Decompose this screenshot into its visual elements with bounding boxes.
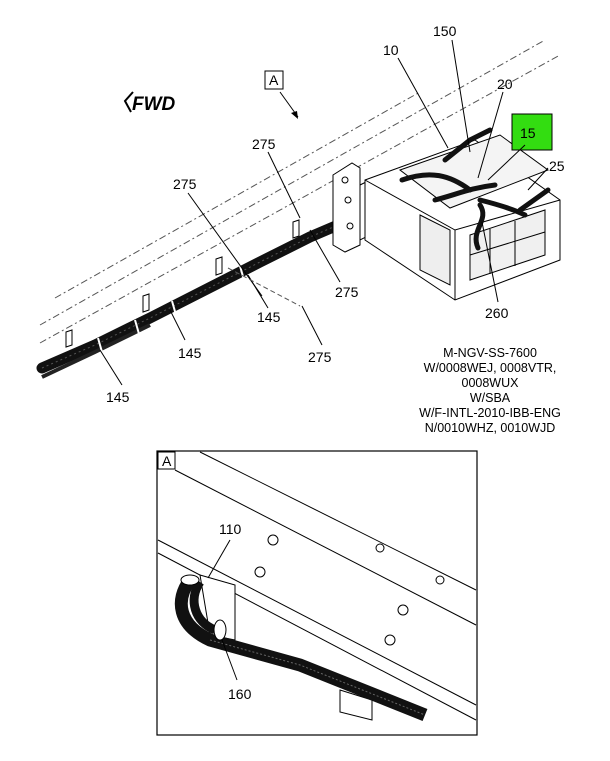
frame-rail-outline xyxy=(39,39,561,344)
battery-tray xyxy=(364,134,561,301)
view-a-marker-label: A xyxy=(269,72,279,88)
note-line-2: W/0008WEJ, 0008VTR, xyxy=(424,361,557,375)
callout-145-a: 145 xyxy=(257,309,281,325)
fwd-label: FWD xyxy=(132,94,176,115)
clip-dashed-leader xyxy=(227,267,301,307)
callout-15: 15 xyxy=(520,125,536,141)
fwd-arrow: FWD xyxy=(123,91,176,115)
view-a-marker: A xyxy=(264,70,299,119)
harness-clips xyxy=(65,219,300,348)
callout-275-d: 275 xyxy=(308,349,332,365)
wire-harness xyxy=(36,216,351,379)
note-line-3: 0008WUX xyxy=(462,376,520,390)
note-line-1: M-NGV-SS-7600 xyxy=(443,346,537,360)
harness-ties xyxy=(97,265,245,353)
callout-260: 260 xyxy=(485,305,509,321)
note-line-5: W/F-INTL-2010-IBB-ENG xyxy=(419,406,561,420)
callout-15-highlight: 15 xyxy=(511,113,553,151)
battery-cables xyxy=(399,127,551,251)
leader-lines-upper xyxy=(99,39,549,386)
detail-a-panel: A 110 160 xyxy=(156,450,478,736)
callout-145-b: 145 xyxy=(178,345,202,361)
callout-145-c: 145 xyxy=(106,389,130,405)
callout-275-b: 275 xyxy=(173,176,197,192)
callout-150: 150 xyxy=(433,23,457,39)
detail-a-label: A xyxy=(162,453,172,469)
applicability-note: M-NGV-SS-7600 W/0008WEJ, 0008VTR, 0008WU… xyxy=(419,346,561,435)
callout-20: 20 xyxy=(497,76,513,92)
callout-10: 10 xyxy=(383,42,399,58)
callout-25: 25 xyxy=(549,158,565,174)
note-line-4: W/SBA xyxy=(470,391,511,405)
callout-275-c: 275 xyxy=(335,284,359,300)
callout-110: 110 xyxy=(219,521,242,537)
callout-160: 160 xyxy=(228,686,252,702)
callout-275-a: 275 xyxy=(252,136,276,152)
note-line-6: N/0010WHZ, 0010WJD xyxy=(425,421,556,435)
